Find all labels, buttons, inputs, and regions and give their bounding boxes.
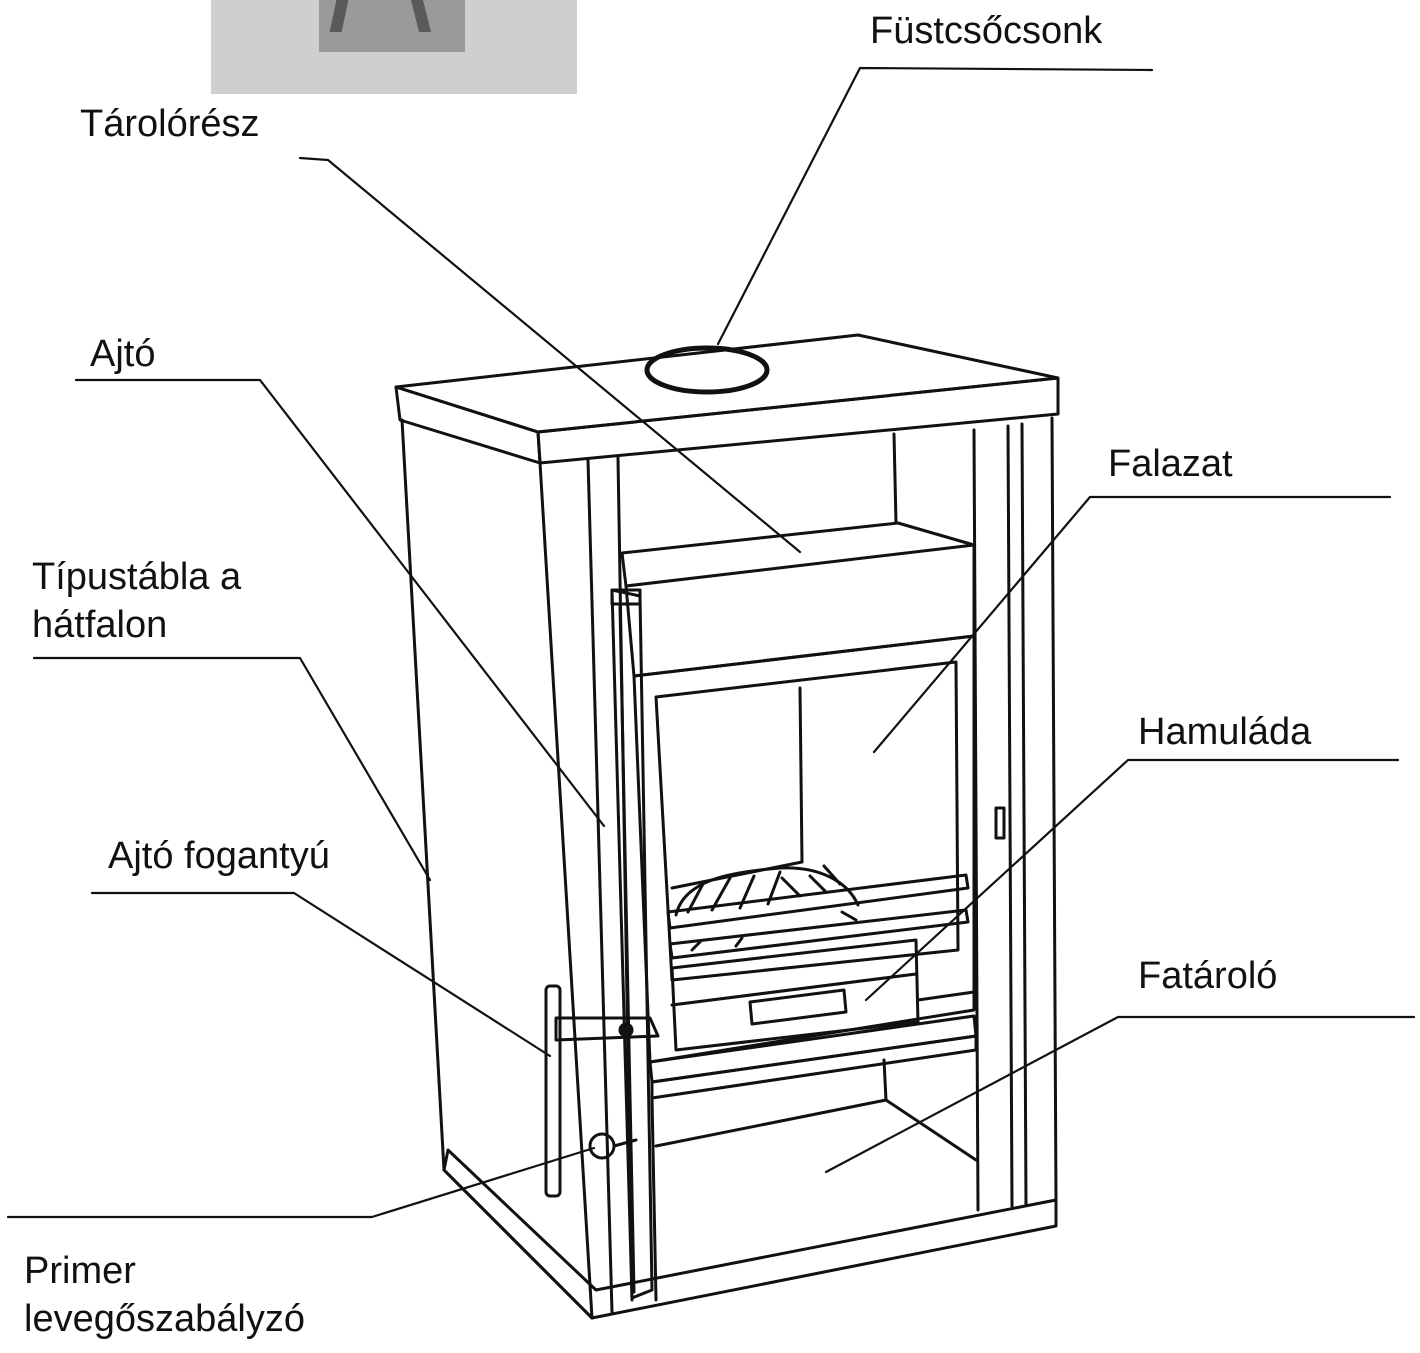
thumbnail-inner bbox=[319, 0, 465, 52]
ash-drawer bbox=[670, 938, 920, 1052]
primary-air-knob bbox=[588, 1132, 616, 1160]
label-primer-line1: Primer bbox=[24, 1250, 136, 1292]
leader-tipustabla bbox=[32, 656, 432, 882]
grate-rail-upper bbox=[666, 873, 970, 930]
door-panel bbox=[610, 588, 654, 1300]
storage-shelf bbox=[620, 521, 976, 588]
door-edge bbox=[618, 604, 636, 1294]
storage-back-edge bbox=[892, 432, 898, 525]
firebox-bottom-rail bbox=[648, 1014, 978, 1084]
door-handle-bar bbox=[544, 984, 562, 1198]
label-hamulada: Hamuláda bbox=[1138, 711, 1312, 753]
leader-hamulada bbox=[864, 758, 1400, 1002]
door-latch bbox=[994, 806, 1006, 840]
firebox-opening bbox=[654, 660, 960, 982]
leader-primer bbox=[6, 1146, 596, 1219]
front-frame-right bbox=[1020, 422, 1028, 1207]
label-fustcsocsonk: Füstcsőcsonk bbox=[870, 10, 1103, 52]
door-hinge-top bbox=[610, 588, 642, 606]
shelf-front-left bbox=[624, 584, 636, 678]
firebox-floor-left bbox=[670, 860, 804, 890]
wood-storage-back-post bbox=[882, 1058, 888, 1102]
label-tipustabla-line1: Típustábla a bbox=[32, 556, 242, 598]
leader-ajto bbox=[74, 378, 606, 828]
stove-top-left-edge bbox=[394, 385, 542, 465]
leader-fustcsocsonk bbox=[716, 66, 1154, 346]
grate-bars bbox=[686, 870, 782, 914]
door-handle-arm bbox=[554, 1016, 660, 1042]
stove-front-left-edge bbox=[538, 461, 594, 1320]
rail-right-stub bbox=[916, 990, 976, 1002]
flue-collar bbox=[644, 345, 770, 395]
stove-base bbox=[442, 1148, 1058, 1320]
leader-fatarolo bbox=[824, 1015, 1416, 1174]
firebox-base-rail bbox=[650, 1034, 978, 1100]
log-top bbox=[674, 866, 860, 917]
leader-lines bbox=[6, 66, 1416, 1219]
stove-front-right-edge bbox=[1050, 416, 1058, 1202]
thumbnail-fragment bbox=[211, 0, 577, 94]
door-handle-pivot bbox=[618, 1022, 634, 1038]
label-tipustabla-line2: hátfalon bbox=[32, 604, 168, 646]
leader-tarolo-resz bbox=[298, 156, 802, 554]
label-falazat: Falazat bbox=[1108, 443, 1233, 485]
leader-falazat bbox=[872, 495, 1392, 754]
label-tarolo-resz: Tárolórész bbox=[80, 103, 260, 145]
label-ajto: Ajtó bbox=[90, 333, 156, 375]
leader-ajto-fogantyu bbox=[90, 891, 552, 1058]
grate-rail-lower bbox=[668, 908, 970, 960]
embers bbox=[780, 864, 842, 898]
fire-sparks bbox=[690, 910, 858, 952]
front-frame-right-inner bbox=[1006, 424, 1014, 1208]
firebox-back-corner bbox=[798, 686, 804, 864]
wood-storage-left bbox=[650, 1096, 658, 1302]
front-frame-left bbox=[586, 458, 614, 1314]
primary-air-stem bbox=[612, 1138, 638, 1148]
label-primer-line2: levegőszabályzó bbox=[24, 1298, 305, 1340]
ash-drawer-top bbox=[670, 972, 918, 1007]
stove-top-front-edge bbox=[536, 376, 1060, 465]
label-fatarolo: Fatároló bbox=[1138, 955, 1278, 997]
ash-drawer-handle bbox=[748, 988, 848, 1026]
label-ajto-fogantyu: Ajtó fogantyú bbox=[108, 835, 330, 877]
wood-storage-floor bbox=[654, 1098, 978, 1162]
